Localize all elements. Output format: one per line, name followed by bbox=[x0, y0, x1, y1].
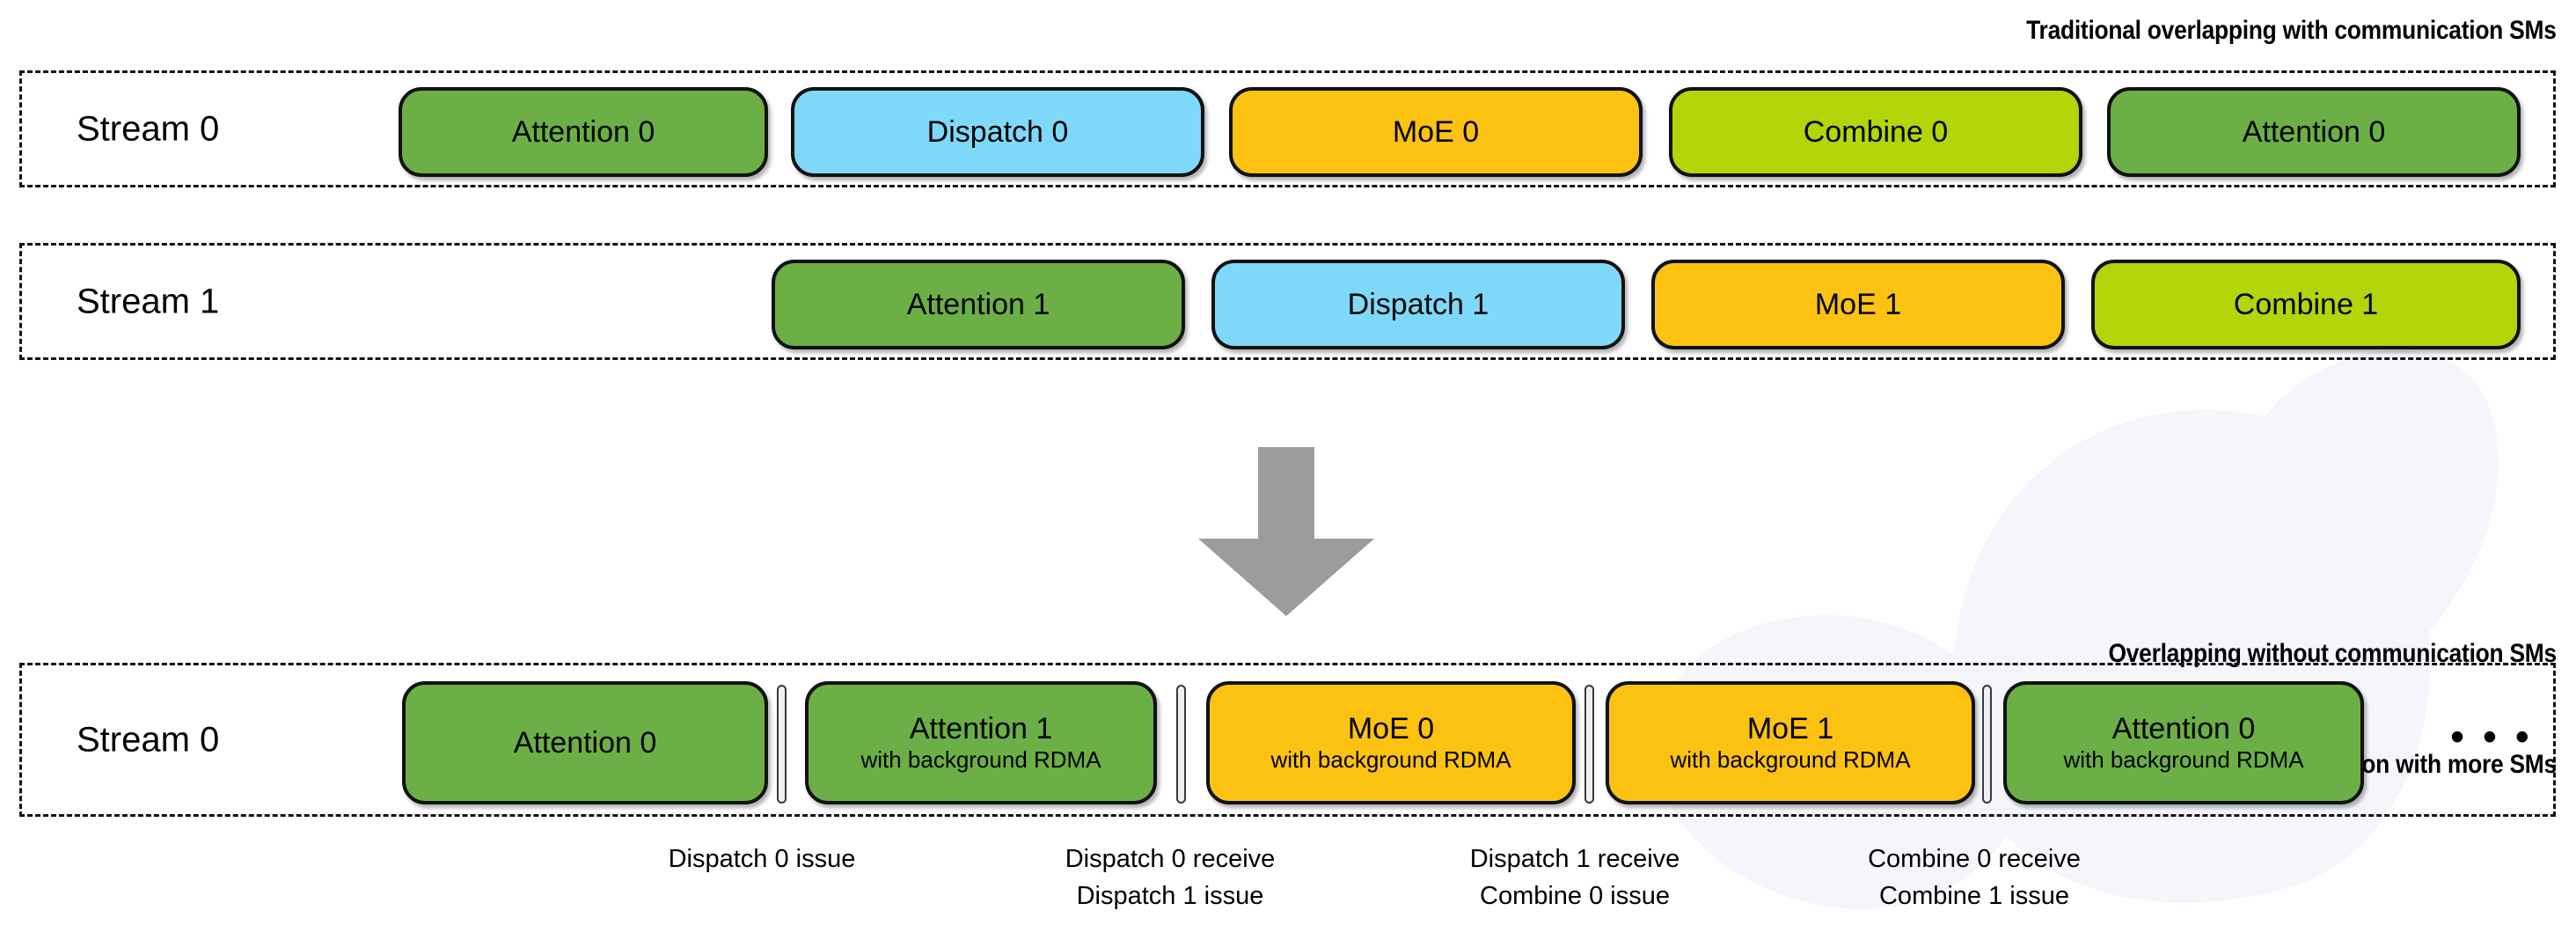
task-block-title: Attention 1 bbox=[906, 287, 1050, 321]
block-separator-bar bbox=[777, 685, 787, 804]
optimized-section-title-line1: Overlapping without communication SMs bbox=[2108, 639, 2558, 668]
task-block-subtitle: with background RDMA bbox=[1270, 746, 1511, 774]
traditional-section-title: Traditional overlapping with communicati… bbox=[2026, 16, 2558, 45]
task-block-title: Dispatch 0 bbox=[926, 114, 1069, 149]
task-block-moe: MoE 1 bbox=[1651, 260, 2065, 349]
task-block-subtitle: with background RDMA bbox=[1670, 746, 1911, 774]
task-block-moe: MoE 0 bbox=[1229, 87, 1643, 177]
event-caption-line: Combine 0 receive bbox=[1868, 845, 2081, 873]
event-caption-line: Dispatch 0 receive bbox=[1065, 845, 1276, 873]
task-block-title: Attention 0 bbox=[511, 114, 655, 149]
task-block-title: Dispatch 1 bbox=[1347, 287, 1489, 321]
block-separator-bar bbox=[1176, 685, 1186, 804]
task-block-dispatch: Dispatch 0 bbox=[791, 87, 1204, 177]
task-block-attention: Attention 0 bbox=[399, 87, 768, 177]
task-block-title: MoE 1 bbox=[1814, 287, 1902, 321]
task-block-title: Attention 0 bbox=[2111, 712, 2256, 746]
task-block-dispatch: Dispatch 1 bbox=[1211, 260, 1625, 349]
stream-row-1-traditional: Stream 1 Attention 1 Dispatch 1 MoE 1 Combi… bbox=[19, 243, 2556, 360]
event-caption-line: Dispatch 0 issue bbox=[668, 845, 856, 873]
event-caption-line: Combine 1 issue bbox=[1878, 882, 2069, 910]
task-block-subtitle: with background RDMA bbox=[2063, 746, 2304, 774]
task-block-attention: Attention 0 bbox=[2107, 87, 2521, 177]
task-block-attention: Attention 1 bbox=[772, 260, 1185, 349]
ellipsis-indicator: • • • bbox=[2450, 713, 2533, 760]
block-separator-bar bbox=[1584, 685, 1594, 804]
task-block-combine: Combine 1 bbox=[2091, 260, 2521, 349]
event-caption: Dispatch 0 issue bbox=[669, 841, 856, 878]
task-block-title: MoE 0 bbox=[1347, 712, 1435, 746]
task-block-subtitle: with background RDMA bbox=[860, 746, 1101, 774]
block-separator-bar bbox=[1982, 685, 1992, 804]
task-block-title: Combine 0 bbox=[1803, 114, 1949, 149]
event-caption-line: Dispatch 1 receive bbox=[1469, 845, 1680, 873]
task-block-title: Attention 0 bbox=[2242, 114, 2386, 149]
task-block-title: Attention 1 bbox=[909, 712, 1053, 746]
event-caption-line: Dispatch 1 issue bbox=[1076, 882, 1264, 910]
stream-label: Stream 0 bbox=[77, 720, 220, 759]
task-block-title: MoE 1 bbox=[1746, 712, 1834, 746]
task-block-title: Combine 1 bbox=[2233, 287, 2379, 321]
stream-row-0-traditional: Stream 0 Attention 0 Dispatch 0 MoE 0 Combi… bbox=[19, 70, 2556, 187]
task-block-title: Attention 0 bbox=[513, 725, 657, 760]
down-arrow-icon bbox=[1198, 447, 1374, 616]
task-block-combine: Combine 0 bbox=[1669, 87, 2082, 177]
task-block-title: MoE 0 bbox=[1392, 114, 1480, 149]
event-caption-line: Combine 0 issue bbox=[1480, 882, 1670, 910]
task-block-attention: Attention 0 bbox=[402, 681, 768, 804]
stream-label: Stream 1 bbox=[77, 282, 220, 320]
stream-label: Stream 0 bbox=[77, 109, 220, 148]
